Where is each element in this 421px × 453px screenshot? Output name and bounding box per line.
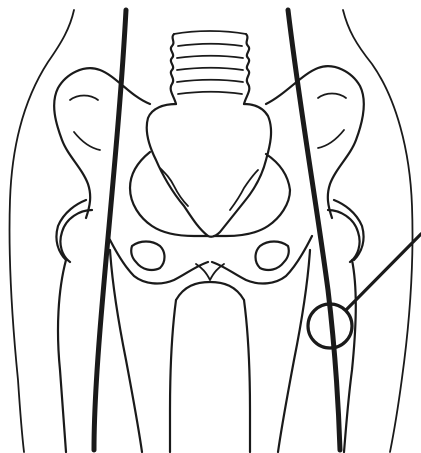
left-inner-thigh [170, 300, 176, 452]
vertebra-line-5 [178, 92, 242, 94]
vertebra-line-4 [177, 80, 243, 82]
left-acetabulum [56, 200, 86, 260]
body-outline-left [9, 10, 74, 452]
left-iliac-inner [70, 96, 98, 101]
right-pubic-ramus [212, 236, 312, 283]
vertebra-line-1 [178, 44, 242, 46]
right-iliac-inner [318, 94, 346, 99]
right-acetabulum [334, 200, 364, 260]
spine-icon [171, 31, 250, 104]
vertebra-line-2 [177, 56, 243, 58]
pelvis-icon [54, 66, 364, 300]
sacrum-icon [130, 104, 290, 237]
left-femur-inner [110, 250, 142, 452]
left-obturator [131, 242, 164, 271]
left-femur-head [60, 210, 92, 262]
sacrum-left-jagged [160, 168, 188, 206]
left-iliac-crest [54, 68, 150, 218]
femur-icon [58, 210, 360, 452]
spine-right-edge [244, 34, 249, 104]
right-obturator [256, 242, 289, 271]
right-guide-line [288, 10, 340, 450]
vertebra-line-3 [177, 68, 243, 70]
left-iliac-inner-2 [74, 132, 100, 150]
right-inner-thigh [244, 300, 250, 452]
pubic-symphysis [196, 264, 224, 280]
right-iliac-inner-2 [318, 130, 344, 148]
pubic-arch [176, 282, 244, 300]
left-pubic-ramus [108, 236, 208, 283]
right-femur-outer [344, 260, 356, 452]
spine-left-edge [171, 34, 176, 104]
right-femur-inner [278, 250, 310, 452]
left-femur-outer [58, 260, 66, 452]
spine-top [174, 31, 246, 34]
sacrum-outline [147, 104, 271, 237]
